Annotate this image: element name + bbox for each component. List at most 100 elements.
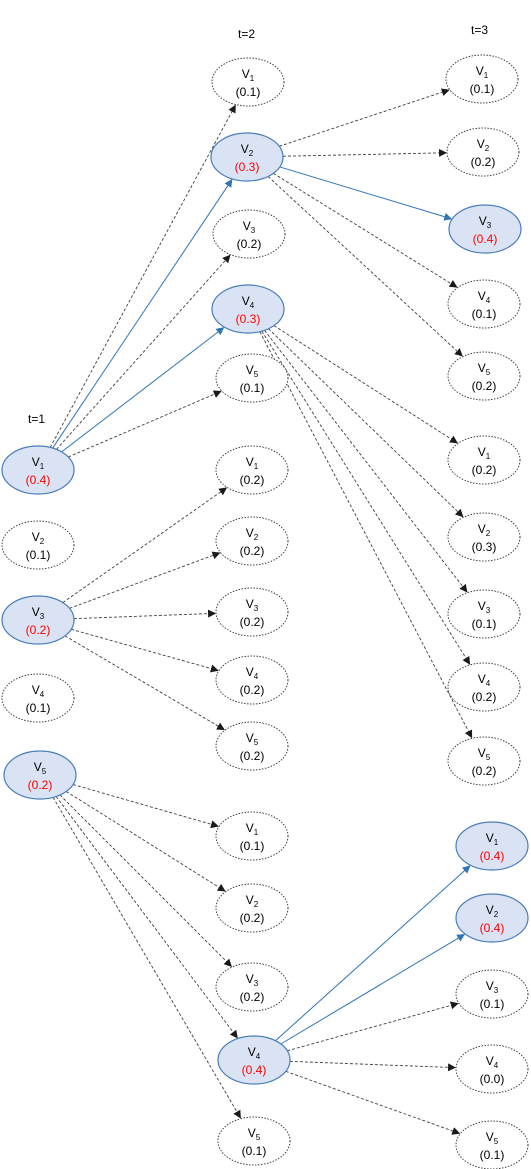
node-variable-name: V — [478, 445, 486, 459]
node-ellipse — [447, 662, 521, 712]
node-probability: (0.2) — [472, 764, 497, 778]
node-variable-subscript: 3 — [251, 226, 256, 235]
node-variable-name: V — [478, 289, 486, 303]
state-node-a3: V3 (0.2) — [212, 209, 286, 259]
state-node-d3: V3(0.4) — [448, 204, 522, 254]
node-ellipse — [455, 893, 529, 943]
node-variable-label: V3 — [478, 599, 491, 615]
state-node-b4: V4(0.2) — [215, 655, 289, 705]
node-probability: (0.2) — [471, 155, 496, 169]
node-variable-label: V5 — [34, 760, 47, 776]
node-probability: (0.3) — [472, 540, 497, 554]
transition-edge-a4-e3 — [264, 330, 468, 593]
node-variable-name: V — [478, 672, 486, 686]
state-node-t1v4: V4(0.1) — [1, 673, 75, 723]
transition-edge-t1v5-c5 — [52, 797, 241, 1119]
state-node-b1: V1(0.2) — [215, 445, 289, 495]
node-probability: (0.2) — [26, 623, 51, 637]
node-ellipse — [1, 445, 75, 495]
transition-edge-a4-e2 — [268, 328, 464, 518]
node-variable-label: V1 — [486, 831, 499, 847]
node-ellipse — [455, 1044, 529, 1094]
transition-edge-t1v5-c3 — [59, 794, 232, 967]
node-variable-label: V5 — [478, 361, 491, 377]
node-variable-name: V — [476, 64, 484, 78]
transition-edge-t1v1-a2 — [52, 178, 233, 449]
node-variable-subscript: 5 — [256, 1133, 261, 1142]
node-variable-label: V2 — [241, 142, 254, 158]
node-variable-label: V3 — [32, 605, 45, 621]
node-variable-name: V — [246, 363, 254, 377]
node-probability: (0.2) — [28, 778, 53, 792]
node-variable-label: V4 — [32, 683, 45, 699]
node-probability: (0.2) — [240, 911, 265, 925]
node-variable-label: V1 — [478, 445, 491, 461]
state-node-e3: V3(0.1) — [447, 589, 521, 639]
state-node-f4: V4(0.0) — [455, 1044, 529, 1094]
transition-edge-t1v5-c4 — [55, 796, 238, 1039]
transition-edge-a4-e1 — [273, 325, 458, 444]
node-ellipse — [1, 673, 75, 723]
transition-edge-a2-d5 — [267, 176, 463, 357]
node-variable-name: V — [32, 683, 40, 697]
transition-edge-c4-f1 — [275, 865, 471, 1042]
node-variable-name: V — [246, 893, 254, 907]
transition-edge-t1v1-a3 — [56, 254, 231, 450]
node-variable-name: V — [246, 665, 254, 679]
state-node-t1v2: V2(0.1) — [1, 520, 75, 570]
node-variable-label: V1 — [246, 821, 259, 837]
node-variable-subscript: 2 — [254, 533, 259, 542]
node-variable-subscript: 5 — [254, 738, 259, 747]
node-ellipse — [448, 204, 522, 254]
state-node-f1: V1(0.4) — [455, 821, 529, 871]
node-ellipse — [447, 351, 521, 401]
state-node-e1: V1(0.2) — [447, 435, 521, 485]
node-variable-subscript: 5 — [486, 368, 491, 377]
node-ellipse — [215, 883, 289, 933]
node-variable-name: V — [246, 455, 254, 469]
node-ellipse — [215, 445, 289, 495]
state-node-a5: V5(0.1) — [215, 353, 289, 403]
transition-edge-t1v1-a5 — [68, 390, 222, 458]
node-variable-label: V4 — [478, 289, 491, 305]
state-node-e4: V4(0.2) — [447, 662, 521, 712]
node-probability: (0.2) — [240, 683, 265, 697]
edges-layer — [49, 88, 473, 1135]
transition-edge-a4-e4 — [261, 330, 471, 665]
node-variable-label: V3 — [243, 219, 256, 235]
node-ellipse — [1, 520, 75, 570]
node-variable-label: V2 — [477, 137, 490, 153]
transition-edge-c4-f2 — [280, 934, 466, 1045]
node-probability: (0.2) — [237, 237, 262, 251]
state-node-d2: V2 (0.2) — [446, 127, 520, 177]
state-node-c1: V1(0.1) — [215, 811, 289, 861]
node-variable-label: V2 — [32, 530, 45, 546]
node-variable-name: V — [246, 972, 254, 986]
node-probability: (0.1) — [240, 381, 265, 395]
node-variable-label: V3 — [486, 979, 499, 995]
node-variable-label: V4 — [242, 294, 255, 310]
node-variable-subscript: 1 — [250, 74, 255, 83]
node-ellipse — [215, 721, 289, 771]
node-ellipse — [210, 132, 284, 182]
node-variable-subscript: 3 — [494, 986, 499, 995]
state-node-a2: V2(0.3) — [210, 132, 284, 182]
state-node-f2: V2(0.4) — [455, 893, 529, 943]
node-variable-subscript: 4 — [494, 1061, 499, 1070]
node-ellipse — [211, 284, 285, 334]
state-node-d1: V1(0.1) — [445, 54, 519, 104]
node-variable-name: V — [478, 361, 486, 375]
node-variable-subscript: 4 — [486, 679, 491, 688]
transition-edge-a4-e5 — [259, 331, 473, 739]
time-label-t3: t=3 — [471, 23, 489, 37]
transition-edge-t1v5-c1 — [72, 784, 219, 829]
node-probability: (0.1) — [236, 85, 261, 99]
node-probability: (0.4) — [26, 473, 51, 487]
transition-edge-t1v3-b1 — [62, 487, 228, 603]
state-node-t1v5: V5 (0.2) — [3, 750, 77, 800]
node-probability: (0.1) — [480, 1148, 505, 1162]
node-probability: (0.1) — [470, 82, 495, 96]
node-variable-label: V1 — [32, 455, 45, 471]
transition-edge-t1v3-b5 — [64, 635, 225, 731]
